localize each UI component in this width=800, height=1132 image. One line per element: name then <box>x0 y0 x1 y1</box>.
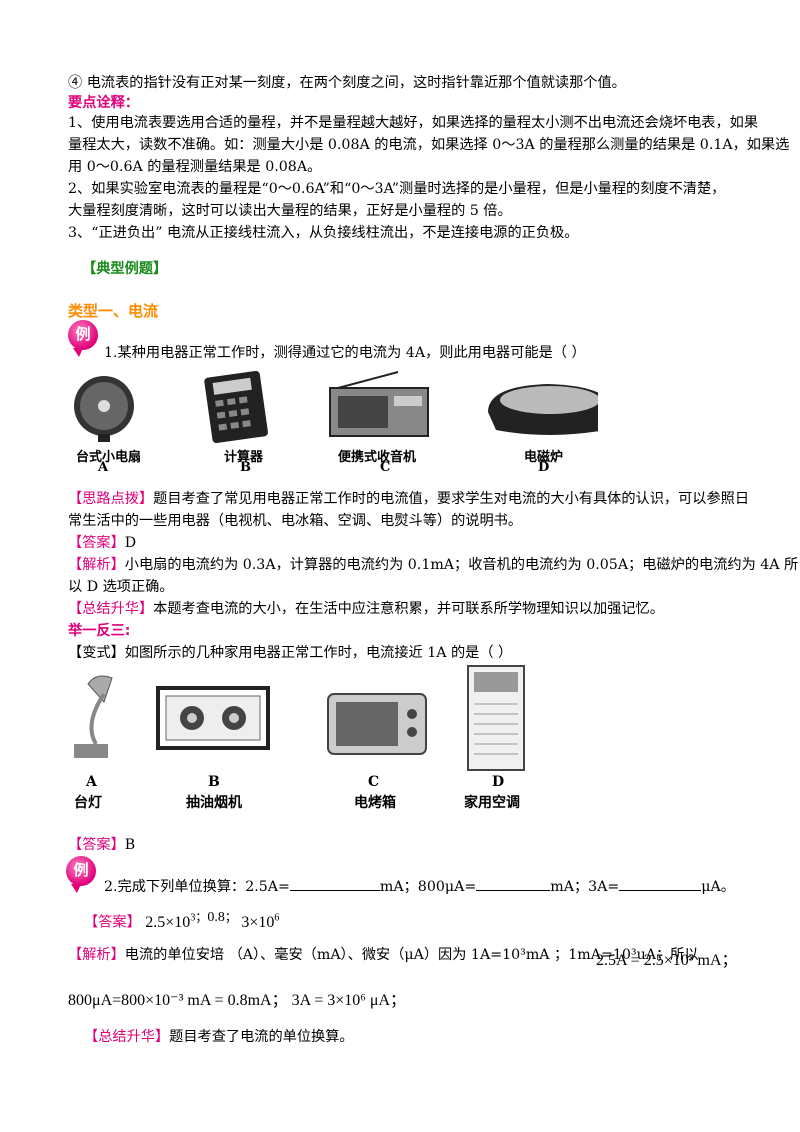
analysis-tag: 【解析】 <box>68 557 125 573</box>
summary-line: 【总结升华】本题考查电流的大小，在生活中应注意积累，并可联系所学物理知识以加强记… <box>68 598 664 620</box>
text-line: ④ 电流表的指针没有正对某一刻度，在两个刻度之间，这时指针靠近那个值就读那个值。 <box>68 75 626 91</box>
answer-math: 3×106 <box>241 912 280 931</box>
figure2-letter-a: A <box>86 774 97 790</box>
analysis-tag: 【解析】 <box>68 947 125 963</box>
range-hood-icon <box>156 686 270 750</box>
text-line: 大量程刻度清晰，这时可以读出大量程的结果，正好是小量程的 5 倍。 <box>68 203 512 219</box>
separator: ； <box>224 910 237 924</box>
oven-icon <box>327 693 427 755</box>
answer-blank <box>619 876 702 891</box>
analysis-line: 【解析】小电扇的电流约为 0.3A，计算器的电流约为 0.1mA；收音机的电流约… <box>68 554 798 576</box>
text-line: 以 D 选项正确。 <box>68 579 174 595</box>
answer-blank <box>289 876 380 891</box>
answer-line-3: 【答案】 2.5×103；0.8； 3×106 <box>84 906 279 934</box>
figure1-letter-d: D <box>538 460 550 475</box>
answer-blank <box>476 876 551 891</box>
figure2-letter-d: D <box>492 774 505 790</box>
analysis-text: 电流的单位安培 （A）、毫安（mA）、微安（μA）因为 1A=10³mA ；1m… <box>124 947 699 963</box>
figure-appliances-1: 台式小电扇 A 计算器 B 便携式收音机 C 电磁炉 D <box>68 366 613 475</box>
answer-value: D <box>124 535 137 551</box>
hint-line: 【思路点拨】题目考查了常见用电器正常工作时的电流值，要求学生对电流的大小有具体的… <box>68 488 749 510</box>
example-badge: 例 <box>68 320 98 357</box>
figure2-label-a: 台灯 <box>74 795 102 811</box>
radio-icon <box>329 371 429 437</box>
figure2-label-d: 家用空调 <box>464 795 520 811</box>
question-2: 2.完成下列单位换算：2.5A= mA；800μA= mA；3A= μA。 <box>104 876 735 898</box>
desk-lamp-icon <box>74 675 113 758</box>
variant-question: 【变式】如图所示的几种家用电器正常工作时，电流接近 1A 的是（ ） <box>68 645 513 661</box>
separator: ； <box>195 910 208 924</box>
summary-text: 本题考查电流的大小，在生活中应注意积累，并可联系所学物理知识以加强记忆。 <box>153 601 664 617</box>
q2-text: mA；800μA= <box>379 879 477 895</box>
air-conditioner-icon <box>467 665 525 771</box>
figure-appliances-2: A 台灯 B 抽油烟机 C 电烤箱 D 家用空调 <box>66 664 536 814</box>
appliance-illustrations <box>74 370 613 444</box>
analysis-line-2: 【解析】电流的单位安培 （A）、毫安（mA）、微安（μA）因为 1A=10³mA… <box>68 944 699 966</box>
question-1: 1.某种用电器正常工作时，测得通过它的电流为 4A，则此用电器可能是（ ） <box>104 345 586 361</box>
answer-math: 2.5×103 <box>145 912 196 931</box>
figure1-letter-b: B <box>240 460 251 475</box>
analysis-text: 小电扇的电流约为 0.3A，计算器的电流约为 0.1mA；收音机的电流约为 0.… <box>124 557 799 573</box>
type-heading: 类型一、电流 <box>68 302 159 320</box>
answer-tag: 【答案】 <box>68 837 125 853</box>
text-line: 常生活中的一些用电器（电视机、电冰箱、空调、电熨斗等）的说明书。 <box>68 513 523 529</box>
summary-line-2: 【总结升华】题目考查了电流的单位换算。 <box>84 1026 354 1048</box>
example-badge: 例 <box>66 856 96 893</box>
hint-text: 题目考查了常见用电器正常工作时的电流值，要求学生对电流的大小有具体的认识，可以参… <box>153 491 750 507</box>
calculator-icon <box>204 370 268 444</box>
text-line: 用 0～0.6A 的量程测量结果是 0.08A。 <box>68 159 322 175</box>
answer-tag: 【答案】 <box>68 535 125 551</box>
key-points-heading: 要点诠释： <box>68 95 139 111</box>
figure1-label-c: 便携式收音机 <box>338 450 417 465</box>
summary-tag: 【总结升华】 <box>84 1029 170 1045</box>
q2-text: μA。 <box>701 879 735 895</box>
equation-2: 800μA=800×10⁻³ mA = 0.8mA； 3A = 3×10⁶ μA… <box>68 992 406 1009</box>
figure1-label-d: 电磁炉 <box>524 450 564 465</box>
q2-text: mA；3A= <box>550 879 620 895</box>
induction-cooker-icon <box>488 384 613 435</box>
text-line: 1、使用电流表要选用合适的量程，并不是量程越大越好，如果选择的量程太小测不出电流… <box>68 115 759 131</box>
answer-value: B <box>124 837 136 853</box>
figure1-label-b: 计算器 <box>224 450 264 465</box>
answer-tag: 【答案】 <box>84 914 141 931</box>
typical-examples-heading: 【典型例题】 <box>82 261 168 277</box>
figure1-label-a: 台式小电扇 <box>76 450 142 465</box>
fan-icon <box>74 376 134 442</box>
appliance-illustrations-2 <box>74 665 525 771</box>
answer-line: 【答案】D <box>68 532 136 554</box>
summary-tag: 【总结升华】 <box>68 601 154 617</box>
answer-math: 0.8 <box>207 910 225 925</box>
figure2-label-c: 电烤箱 <box>354 795 396 811</box>
answer-line-2: 【答案】B <box>68 834 135 856</box>
figure1-letter-a: A <box>98 460 109 475</box>
figure1-letter-c: C <box>380 460 391 475</box>
figure2-letter-c: C <box>368 774 380 790</box>
hint-tag: 【思路点拨】 <box>68 491 154 507</box>
text-line: 量程太大，读数不准确。如：测量大小是 0.08A 的电流，如果选择 0～3A 的… <box>68 137 790 153</box>
q2-text: 2.完成下列单位换算：2.5A= <box>104 879 290 895</box>
equation-1: 2.5A = 2.5×10³ mA； <box>596 952 738 969</box>
text-line: 2、如果实验室电流表的量程是“0～0.6A”和“0～3A”测量时选择的是小量程，… <box>68 181 726 197</box>
figure2-label-b: 抽油烟机 <box>186 795 242 811</box>
figure2-letter-b: B <box>208 774 220 790</box>
text-line: 3、“正进负出” 电流从正接线柱流入，从负接线柱流出，不是连接电源的正负极。 <box>68 225 579 241</box>
practice-heading: 举一反三: <box>68 623 131 639</box>
summary-text: 题目考查了电流的单位换算。 <box>169 1029 354 1045</box>
